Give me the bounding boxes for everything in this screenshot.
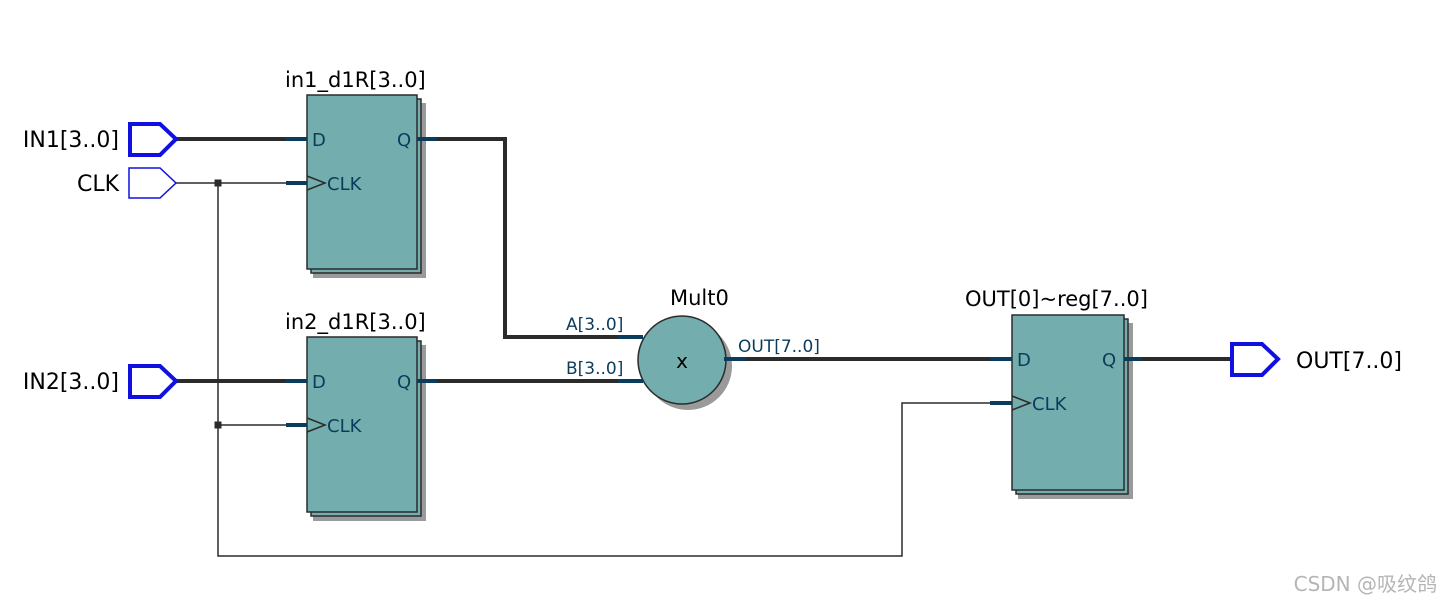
clock-triangle-icon xyxy=(306,417,328,433)
register-out-reg[interactable]: OUT[0]~reg[7..0] D CLK Q xyxy=(965,287,1148,499)
block-title: Mult0 xyxy=(670,286,729,310)
input-pin-icon xyxy=(128,364,179,399)
port-label-in1: IN1[3..0] xyxy=(23,128,119,153)
register-in2-d1r[interactable]: in2_d1R[3..0] D CLK Q xyxy=(285,310,437,521)
pin-label-clk: CLK xyxy=(327,416,363,437)
output-port-out[interactable]: OUT[7..0] xyxy=(1230,342,1402,377)
input-port-in2[interactable]: IN2[3..0] xyxy=(23,364,179,399)
pin-label-clk: CLK xyxy=(1032,394,1068,415)
wire-reg1-q-to-mult-a xyxy=(436,137,622,339)
block-title: in2_d1R[3..0] xyxy=(285,310,426,335)
register-in1-d1r[interactable]: in1_d1R[3..0] D CLK Q xyxy=(285,68,437,278)
pin-label-clk: CLK xyxy=(327,174,363,195)
pin-label-q: Q xyxy=(1102,350,1116,371)
junction-dot xyxy=(214,179,222,187)
pin-label-d: D xyxy=(312,130,326,151)
port-label-out: OUT[7..0] xyxy=(1296,349,1402,374)
pin-label-q: Q xyxy=(397,372,411,393)
signal-label-b: B[3..0] xyxy=(566,359,623,379)
signal-label-a: A[3..0] xyxy=(566,315,623,335)
clock-triangle-icon xyxy=(1011,395,1033,411)
block-body xyxy=(306,94,418,270)
input-pin-icon xyxy=(128,167,178,199)
watermark: CSDN @吸纹鸽 xyxy=(1294,572,1437,596)
clock-triangle-icon xyxy=(306,175,328,191)
port-label-in2: IN2[3..0] xyxy=(23,370,119,395)
wires xyxy=(176,137,1231,557)
input-pin-icon xyxy=(128,122,179,157)
block-title: OUT[0]~reg[7..0] xyxy=(965,287,1148,311)
wire-clk-trunk xyxy=(217,183,990,557)
pin-label-d: D xyxy=(312,372,326,393)
output-pin-icon xyxy=(1230,342,1281,377)
pin-label-d: D xyxy=(1017,350,1031,371)
input-port-clk[interactable]: CLK xyxy=(77,167,178,199)
block-title: in1_d1R[3..0] xyxy=(285,68,426,93)
multiplier-mult0[interactable]: Mult0 x A[3..0] B[3..0] OUT[7..0] xyxy=(566,286,820,410)
input-port-in1[interactable]: IN1[3..0] xyxy=(23,122,179,157)
multiply-symbol: x xyxy=(676,349,688,373)
pin-label-q: Q xyxy=(397,130,411,151)
junction-dot xyxy=(214,421,222,429)
signal-label-out: OUT[7..0] xyxy=(738,337,820,357)
port-label-clk: CLK xyxy=(77,172,120,197)
